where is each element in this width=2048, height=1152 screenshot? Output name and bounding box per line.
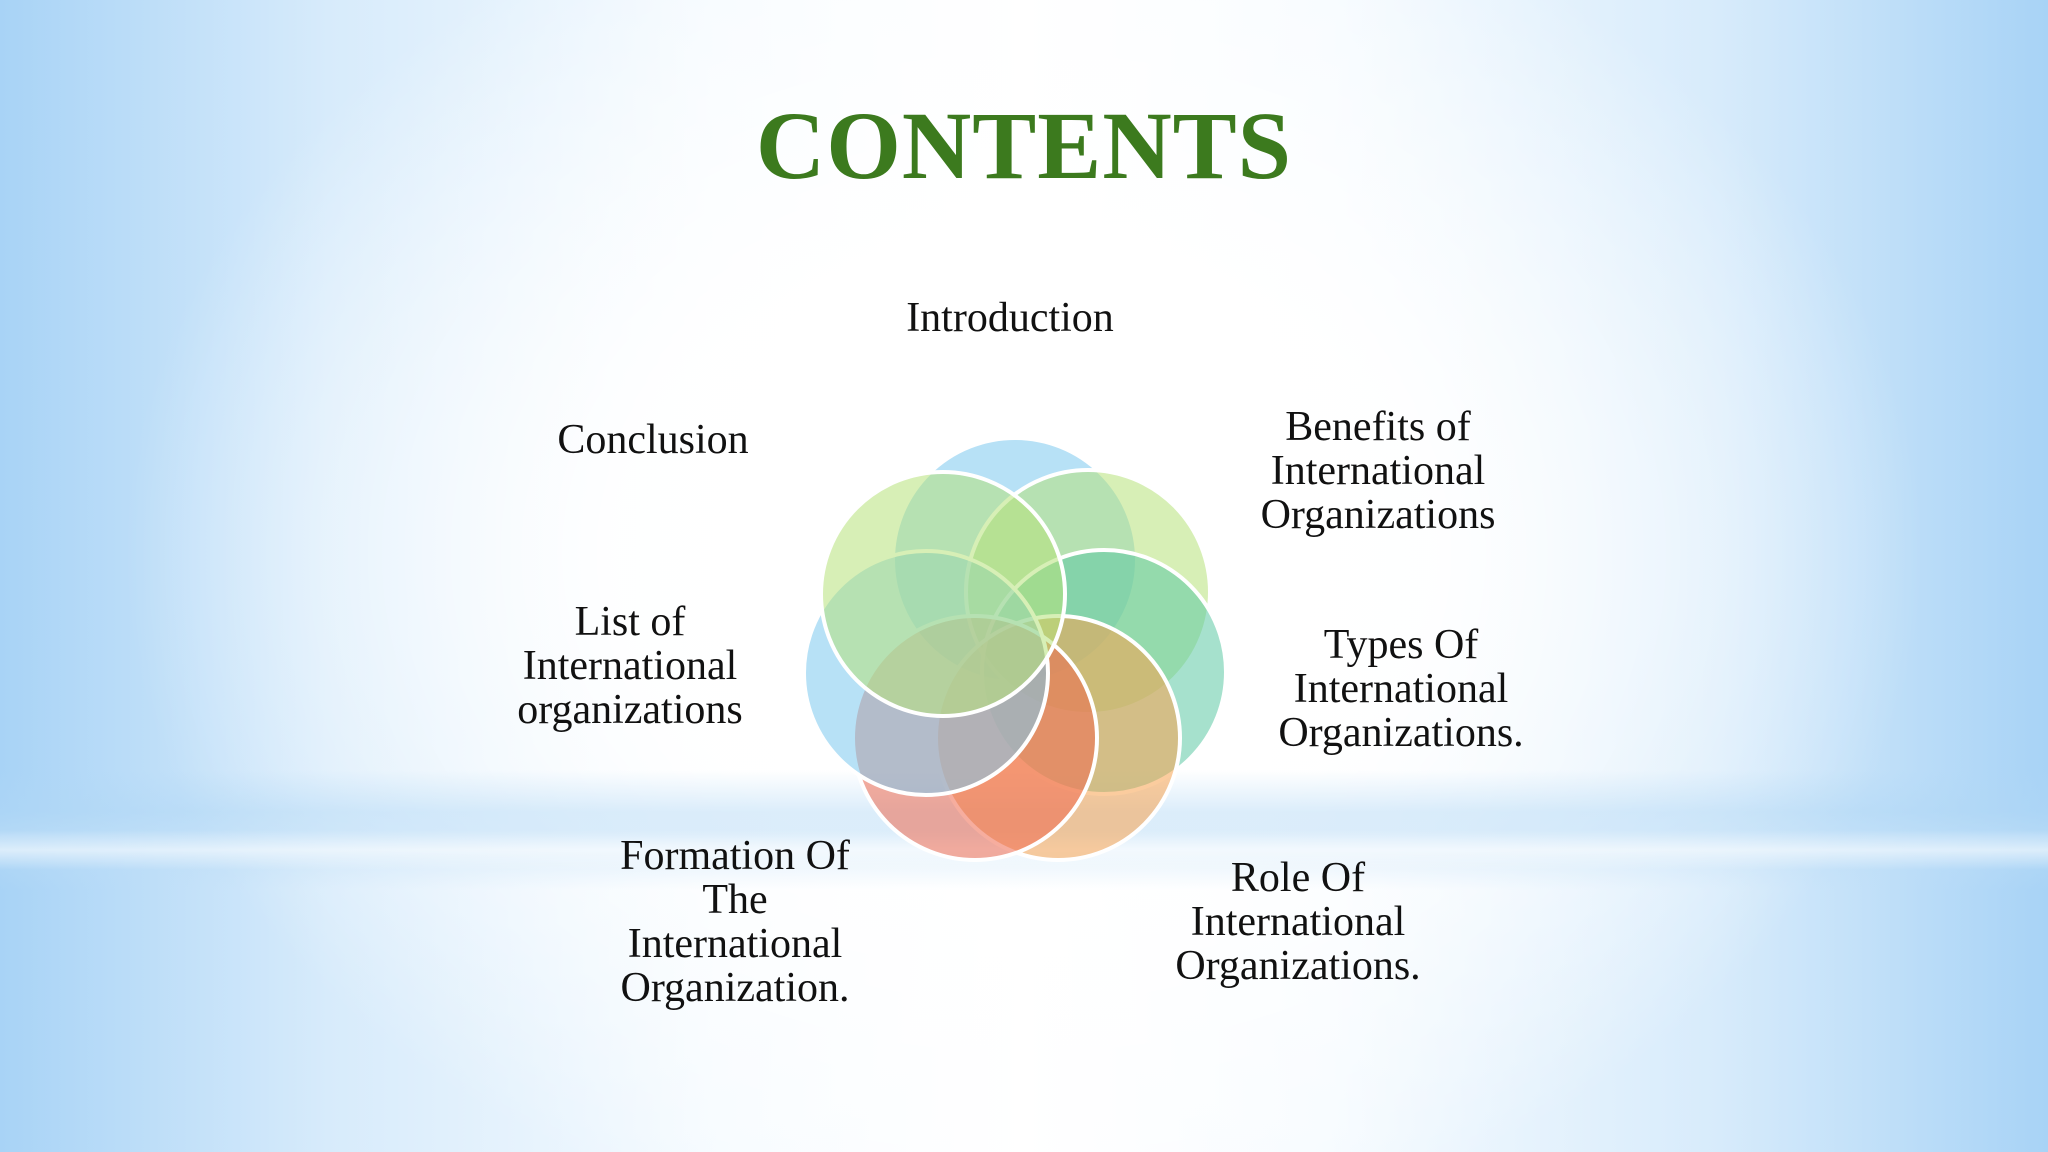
slide-title: CONTENTS [755, 92, 1293, 199]
circle-conclusion [819, 470, 1067, 718]
section-label-formation: Formation Of The International Organizat… [620, 833, 850, 1011]
section-label-types: Types Of International Organizations. [1278, 622, 1524, 756]
section-label-role: Role Of International Organizations. [1175, 855, 1421, 989]
section-label-list: List of International organizations [517, 599, 743, 733]
section-label-conclusion: Conclusion [557, 417, 749, 463]
section-label-introduction: Introduction [906, 295, 1114, 341]
section-label-benefits: Benefits of International Organizations [1260, 404, 1496, 538]
